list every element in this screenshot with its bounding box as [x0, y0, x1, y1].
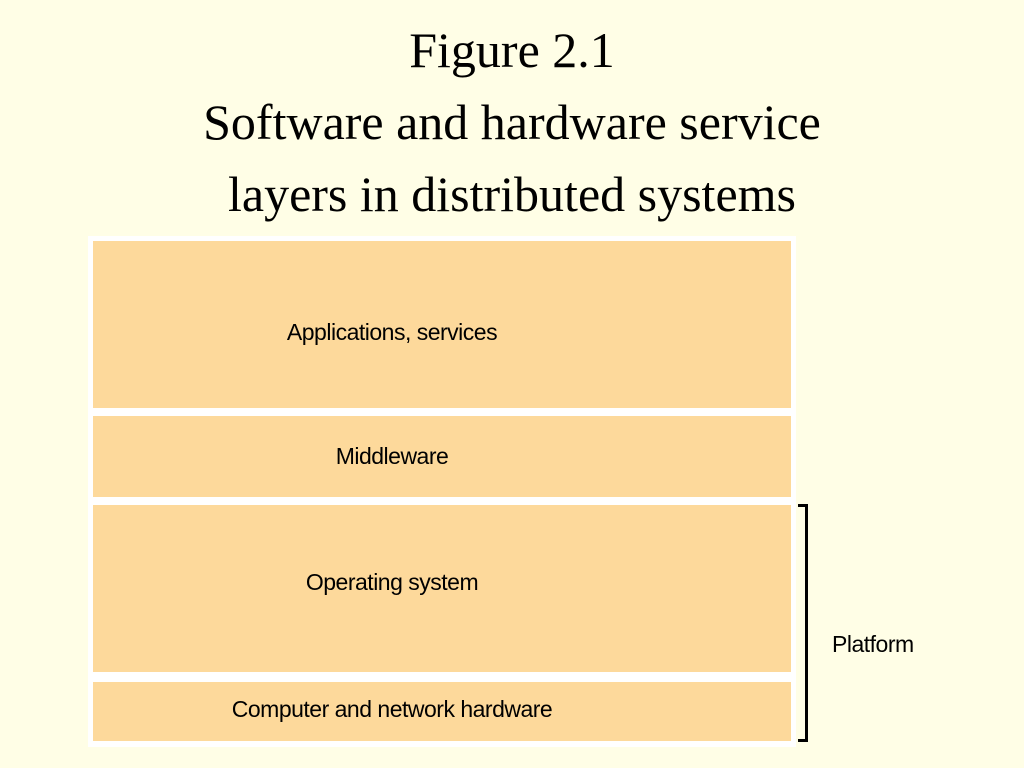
layer-applications-services: Applications, services: [93, 241, 791, 408]
platform-bracket: [798, 504, 808, 742]
figure-number: Figure 2.1: [409, 22, 615, 78]
layer-label: Computer and network hardware: [231, 696, 553, 722]
figure-caption-line-1: Software and hardware service: [203, 94, 821, 150]
figure-title: Figure 2.1 Software and hardware service…: [0, 14, 1024, 230]
figure-caption-line-2: layers in distributed systems: [228, 166, 796, 222]
layer-label: Applications, services: [286, 319, 498, 345]
layer-middleware: Middleware: [93, 416, 791, 497]
layer-operating-system: Operating system: [93, 505, 791, 672]
layer-computer-network-hardware: Computer and network hardware: [93, 682, 791, 741]
layer-label: Middleware: [335, 443, 449, 469]
platform-label: Platform: [832, 631, 914, 657]
layer-stack: Applications, services Middleware Operat…: [88, 236, 796, 747]
layer-label: Operating system: [305, 569, 479, 595]
